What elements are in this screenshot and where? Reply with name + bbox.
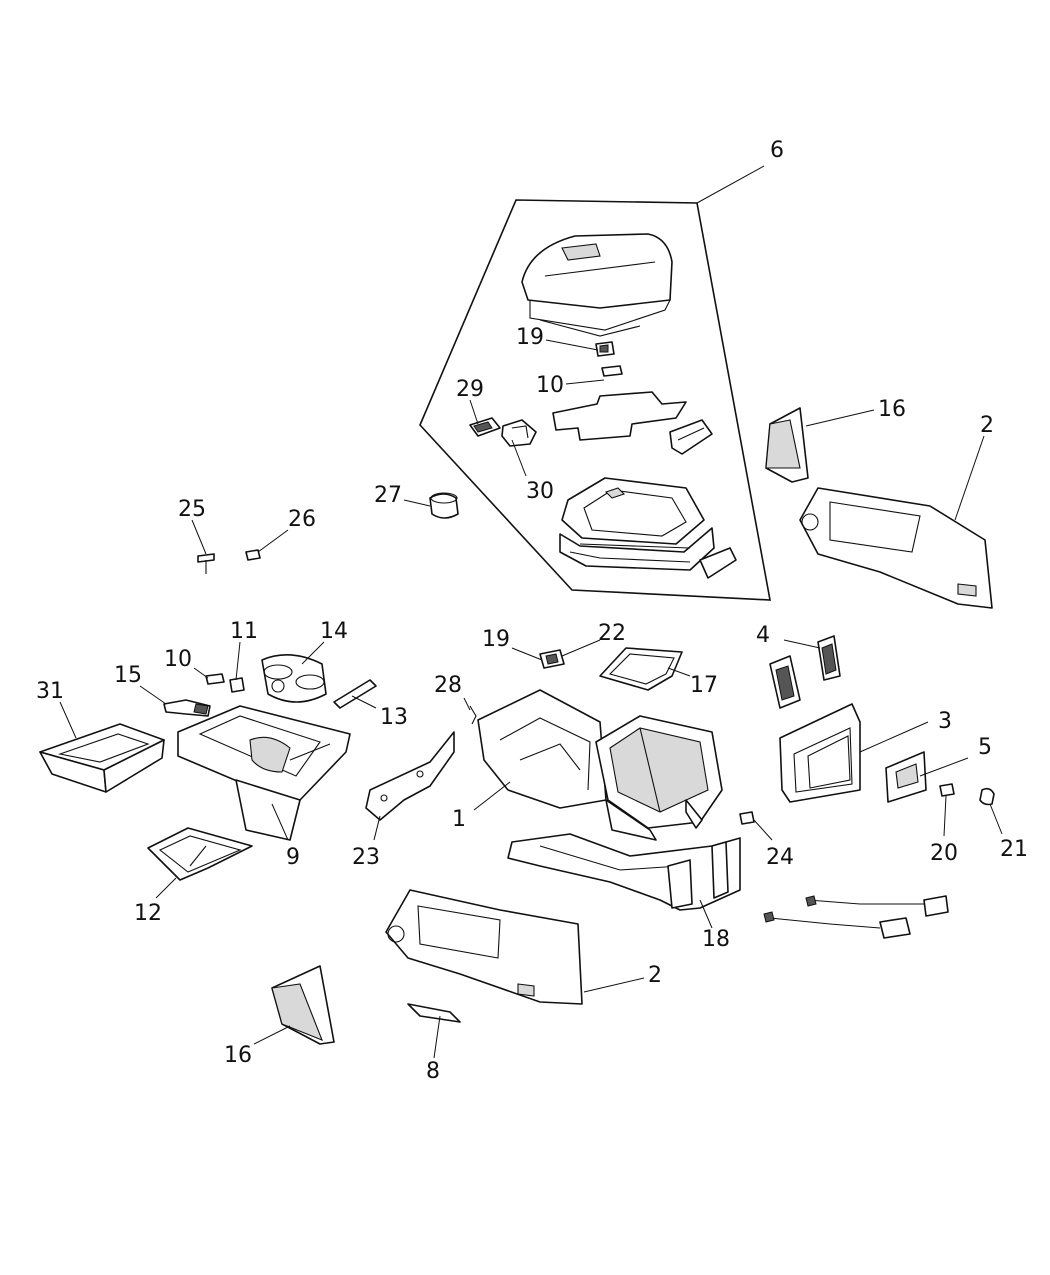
armrest-mat	[552, 391, 687, 441]
callout-10-upper: 10	[536, 373, 564, 398]
callout-19-upper: 19	[516, 325, 544, 350]
armrest-storage-tray	[559, 477, 715, 571]
callout-4: 4	[756, 623, 770, 648]
hinge-bracket-lower	[699, 547, 737, 579]
armrest-assembly-boundary	[419, 199, 771, 601]
part-14-cup-holder	[261, 654, 327, 703]
part-27-knob	[429, 492, 459, 519]
callout-1: 1	[452, 807, 466, 832]
callout-17: 17	[690, 673, 718, 698]
part-4-switch-module	[769, 635, 841, 709]
callout-31: 31	[36, 679, 64, 704]
part-1-console-base	[477, 689, 723, 841]
part-13-trim-strip	[333, 679, 377, 709]
part-16-end-cover-upper	[765, 407, 809, 483]
callout-16-upper: 16	[878, 397, 906, 422]
callout-5: 5	[978, 735, 992, 760]
callout-18: 18	[702, 927, 730, 952]
callout-8: 8	[426, 1059, 440, 1084]
callout-19-lower: 19	[482, 627, 510, 652]
part-9-center-bezel	[177, 705, 351, 841]
part-31-storage-bin	[39, 723, 165, 793]
callout-15: 15	[114, 663, 142, 688]
callout-11: 11	[230, 619, 258, 644]
callout-21: 21	[1000, 837, 1028, 862]
callout-6: 6	[770, 138, 784, 163]
callout-2-upper: 2	[980, 413, 994, 438]
part-16-end-cover-lower	[271, 965, 335, 1045]
callout-13: 13	[380, 705, 408, 730]
leader-lines	[59, 165, 1003, 1059]
hinge-bracket-upper	[669, 419, 713, 455]
wiring-harness	[763, 895, 949, 939]
callout-12: 12	[134, 901, 162, 926]
callout-2-lower: 2	[648, 963, 662, 988]
part-22-retainer	[539, 649, 565, 669]
part-26-nut	[245, 549, 261, 561]
part-19-clip-upper	[595, 341, 615, 357]
callout-29: 29	[456, 377, 484, 402]
part-2-side-panel-lower	[385, 889, 583, 1005]
callout-labels: 6 19 10 29 30 27 16 2 25 26 11 10 14 15 …	[36, 138, 1028, 1084]
part-21-nut	[979, 787, 995, 806]
armrest-lid	[521, 233, 673, 337]
part-25-screw	[197, 553, 215, 574]
part-5-panel	[885, 751, 927, 803]
part-20-screw	[939, 783, 955, 797]
callout-10-lower: 10	[164, 647, 192, 672]
part-30-latch-housing	[501, 419, 537, 447]
part-29-latch	[469, 417, 501, 437]
part-12-mat	[147, 827, 253, 881]
callout-23: 23	[352, 845, 380, 870]
part-24-screw	[739, 811, 755, 825]
part-15-clip	[163, 699, 211, 717]
part-8-plate	[407, 1003, 461, 1023]
callout-30: 30	[526, 479, 554, 504]
part-3-rear-bezel	[779, 703, 861, 803]
part-2-side-panel-upper	[799, 487, 993, 609]
part-17-mat	[599, 647, 683, 691]
callout-24: 24	[766, 845, 794, 870]
callout-14: 14	[320, 619, 348, 644]
part-23-bracket	[365, 731, 455, 821]
part-10-screw-upper	[601, 365, 623, 377]
callout-25: 25	[178, 497, 206, 522]
part-11-clip	[229, 677, 245, 693]
callout-26: 26	[288, 507, 316, 532]
callout-22: 22	[598, 621, 626, 646]
callout-28: 28	[434, 673, 462, 698]
part-10-screw-lower	[205, 673, 225, 685]
callout-16-lower: 16	[224, 1043, 252, 1068]
part-28-clip	[469, 705, 477, 725]
callout-3: 3	[938, 709, 952, 734]
callout-20: 20	[930, 841, 958, 866]
part-18-air-duct	[507, 833, 741, 911]
callout-27: 27	[374, 483, 402, 508]
callout-9: 9	[286, 845, 300, 870]
